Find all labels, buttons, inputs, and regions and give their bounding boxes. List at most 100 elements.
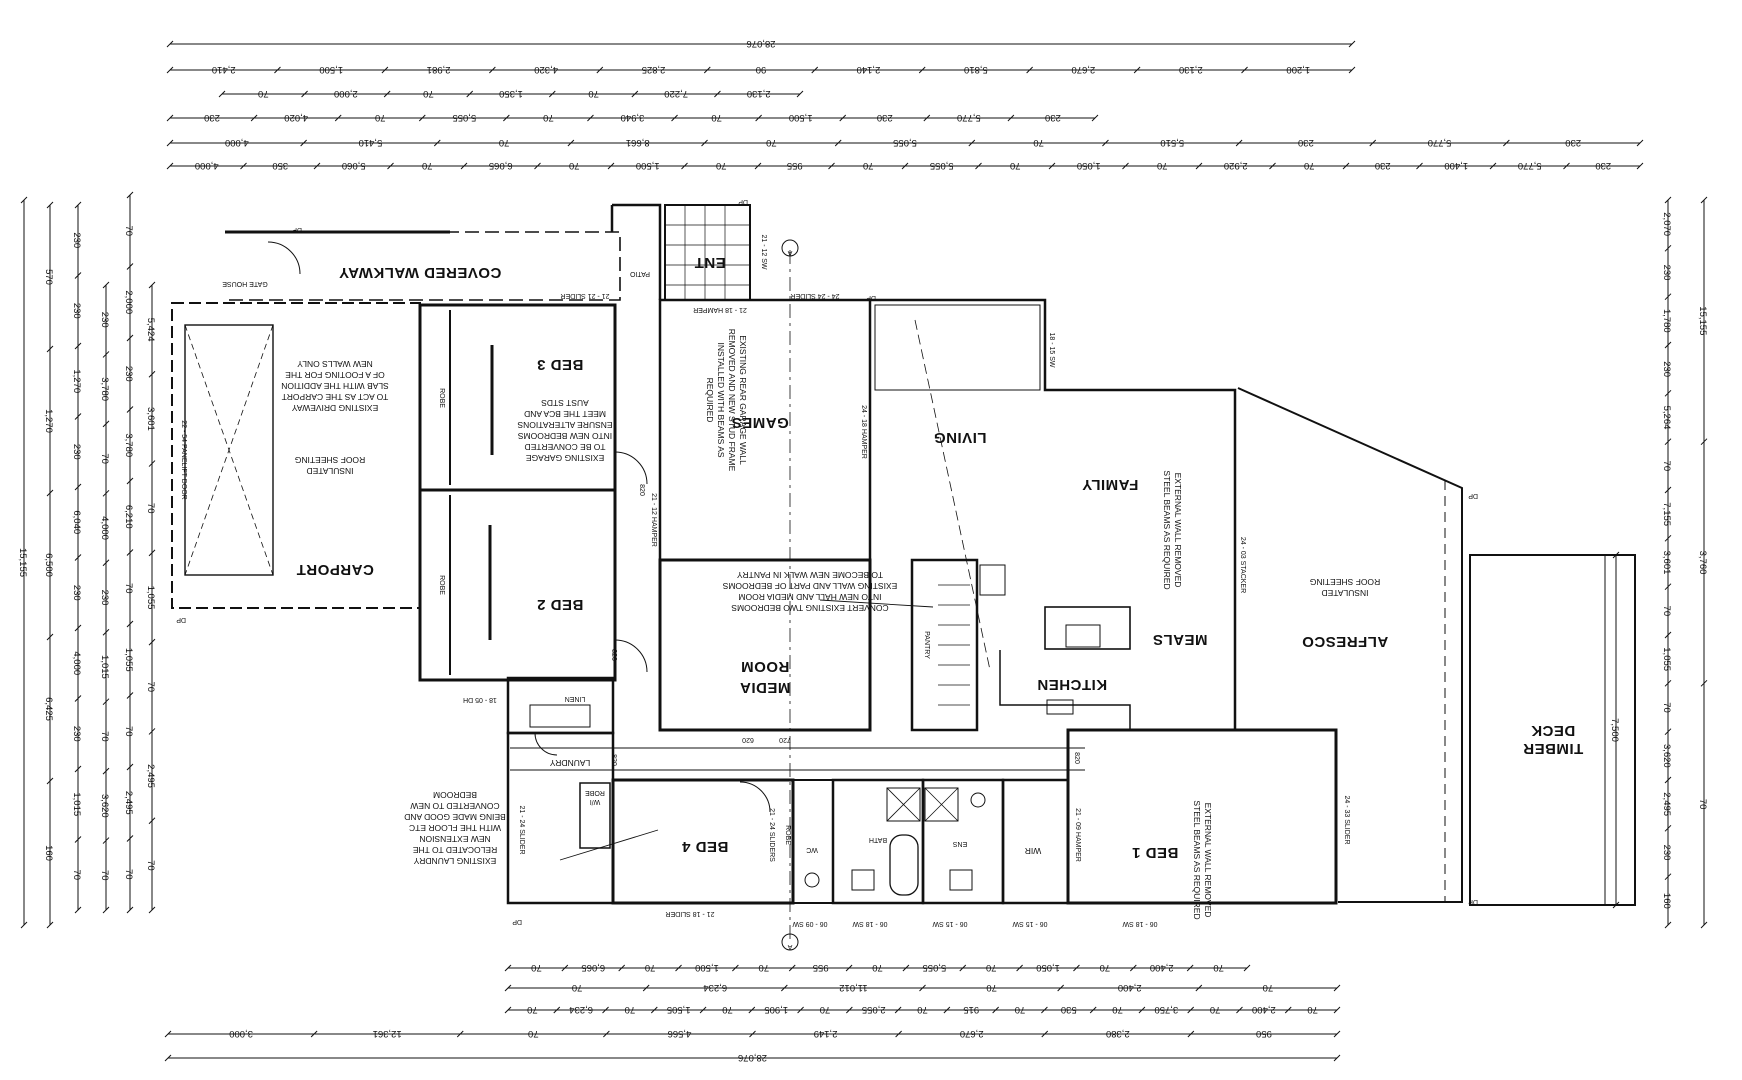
tick [102,420,110,428]
tick [148,638,156,646]
tick [755,114,762,122]
tick [1348,66,1356,74]
tick [102,489,110,497]
tick [218,90,226,98]
tick [992,1006,1000,1014]
note-line: TO BE CONVERTED [525,442,606,452]
dimension-value: 6,500 [43,553,54,577]
label-ent: ENT [694,254,726,271]
ent-tile-grid [665,205,750,300]
tick [1187,1006,1195,1014]
tick [671,114,678,122]
dimension-value: 70 [1015,1004,1026,1015]
note-line: EXISTING GARAGE [525,453,604,463]
note-line: MEET THE BCA AND [524,409,606,419]
opening-ent-sw: 21 - 12 SW [760,234,767,269]
tick [1664,824,1672,832]
note-line: CONVERT EXISTING TWO BEDROOMS [731,603,889,613]
tick [74,695,82,702]
dimension-value: 1,200 [1286,64,1310,75]
label-alfresco: ALFRESCO [1302,633,1389,650]
dimension-value: 70 [528,1028,539,1039]
dimension-value: 230 [1661,265,1672,281]
tick [301,90,308,98]
label-timber-1: TIMBER [1523,740,1584,757]
label-carport: CARPORT [296,561,374,578]
tick [1664,679,1672,687]
tick [148,906,156,914]
dimension-value: 230 [1661,845,1672,861]
tick [20,921,28,929]
tick [894,1006,902,1014]
dimension-value: 5,770 [957,112,981,123]
tick [975,162,982,170]
note-line: NEW WALLS ONLY [297,359,373,369]
dimension-value: 70 [1033,137,1044,148]
label-bed3: BED 3 [537,356,584,373]
tick [166,40,174,48]
dimension-value: 6,040 [71,510,82,534]
tick [732,964,739,972]
tick [797,1006,804,1014]
dimension-value: 2,000 [334,88,358,99]
note-line: NEW EXTENSION [419,834,490,844]
tick [166,66,174,74]
dimension-value: 570 [43,269,54,285]
door-swing-bed3 [614,451,648,485]
tick [1700,438,1708,446]
tick [788,964,796,972]
bath-shower-x2 [886,787,921,822]
dimension-value: 70 [145,860,156,871]
opening-alfresco-stacker: 24 - 03 STACKER [1239,537,1246,593]
wc-bowl-1 [804,872,820,888]
tick [148,549,156,557]
bed2-walls [418,488,617,682]
note-line: INSULATED [1321,588,1368,598]
tick [1333,984,1341,992]
opening-bottom-sw-1: 06 - 09 SW [792,920,827,927]
label-meals: MEALS [1153,631,1208,648]
tick [74,483,82,491]
dimension-value: 70 [422,160,433,171]
tick [1489,162,1497,170]
dimension-value: 15,155 [17,548,28,577]
dimension-value: 70 [145,503,156,514]
left-dimension-strings: 15,1555701,2706,5006,4251602302301,27023… [17,191,156,929]
tick [1269,162,1276,170]
tick [631,90,639,98]
tick [46,489,54,497]
living-sw-frame [874,304,1041,391]
tick [313,162,321,170]
dimension-value: 70 [123,869,134,880]
tick [1664,873,1672,881]
tick [126,692,134,699]
tick [1186,964,1194,972]
tick [310,1030,318,1038]
dimension-value: 955 [813,962,829,973]
tick [102,767,110,775]
tick [74,624,82,632]
tick [126,549,134,556]
tick [74,201,82,209]
dimension-value: 230 [1661,361,1672,377]
opening-wir-hamper: 21 - 09 HAMPER [1074,808,1081,862]
dimension-value: 5,410 [359,137,383,148]
dimension-value: 70 [123,583,134,594]
tick [603,1030,610,1038]
tick [102,906,110,914]
dimension-value: 5,055 [452,112,476,123]
dimension-value: 1,500 [319,64,343,75]
tick [1235,139,1243,147]
tick [46,345,54,353]
tick [166,114,174,122]
leader-media-note [819,599,934,608]
door-swing-laundry [534,732,558,756]
dimension-value: 3,940 [621,112,645,123]
tick [74,554,82,561]
dimension-value: 2,149 [814,1028,838,1039]
label-robe-bed2: ROBE [438,575,445,595]
tick [1007,114,1015,122]
